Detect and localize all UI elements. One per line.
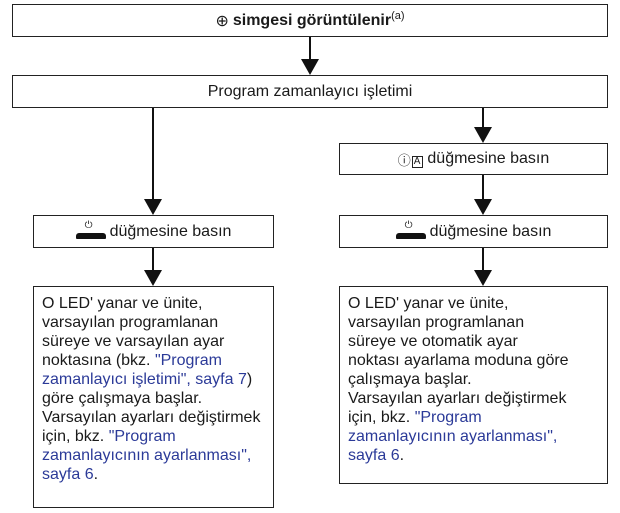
onoff-button-icon: ⏻ <box>75 220 106 239</box>
program-settings-link[interactable]: "Program <box>108 428 176 445</box>
clock-icon: ⊕ <box>215 12 229 30</box>
onoff-button-icon: ⏻ <box>395 220 426 239</box>
program-timer-text: Program zamanlayıcı işletimi <box>207 82 413 100</box>
press-onoff-right-text: düğmesine basın <box>429 222 552 240</box>
program-timer-link[interactable]: "Program <box>154 352 222 369</box>
program-settings-link-cont[interactable]: zamanlayıcının ayarlanması", <box>348 428 558 445</box>
step-press-onoff-right: ⏻ düğmesine basın <box>339 215 608 248</box>
program-settings-link-cont[interactable]: zamanlayıcının ayarlanması", <box>42 447 252 464</box>
step-program-timer: Program zamanlayıcı işletimi <box>12 75 608 108</box>
program-settings-link[interactable]: "Program <box>414 409 482 426</box>
step-symbol-displayed: ⊕ simgesi görüntülenir(a) <box>12 4 608 37</box>
press-onoff-left-text: düğmesine basın <box>109 222 232 240</box>
program-timer-link-cont[interactable]: zamanlayıcı işletimi", sayfa 7 <box>42 371 247 388</box>
right-result-description: O LED' yanar ve ünite, varsayılan progra… <box>339 286 608 484</box>
left-result-description: O LED' yanar ve ünite, varsayılan progra… <box>33 286 274 508</box>
symbol-displayed-text: simgesi görüntülenir <box>232 11 392 29</box>
page-6-link[interactable]: sayfa 6 <box>42 466 94 483</box>
footnote-marker: (a) <box>391 9 405 22</box>
page-6-link[interactable]: sayfa 6 <box>348 447 400 464</box>
step-press-onoff-left: ⏻ düğmesine basın <box>33 215 274 248</box>
press-mode-text: düğmesine basın <box>427 150 550 167</box>
